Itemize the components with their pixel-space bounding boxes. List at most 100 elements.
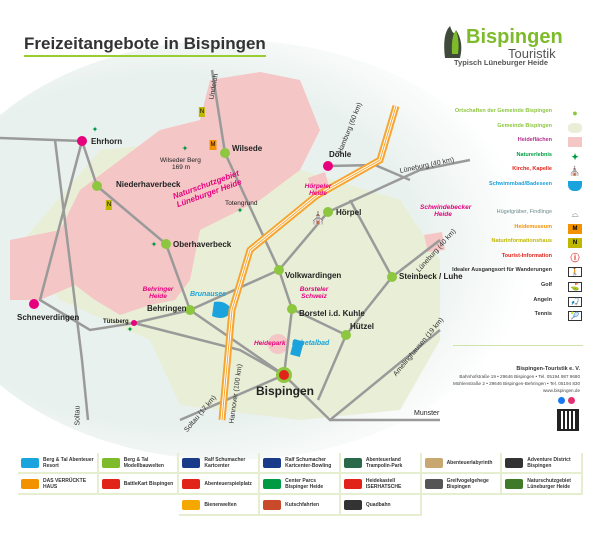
attraction-label: Ralf Schumacher Kartcenter-Bowling <box>285 456 332 469</box>
place-label: Hützel <box>350 322 374 331</box>
empty-cell <box>99 495 180 516</box>
attraction-label: Abenteuerspielplatz <box>204 480 252 487</box>
barrow-icon: ⌓ <box>571 209 579 219</box>
legend-item: Heideflächen <box>518 137 582 147</box>
place-dot <box>77 136 87 146</box>
org-name: Bispingen-Touristik e. V. <box>516 366 580 372</box>
attraction-item: Adventure District Bispingen <box>502 453 583 474</box>
hiking-icon: 🚶 <box>568 267 582 277</box>
website-link[interactable]: www.bispingen.de <box>542 388 580 393</box>
attraction-label: Adventure District Bispingen <box>527 456 571 469</box>
attraction-logo-icon <box>101 457 120 468</box>
attraction-logo-icon <box>182 478 201 489</box>
heath-icon <box>568 137 582 147</box>
attraction-label: Kutschfahrten <box>285 501 320 508</box>
attraction-item: Abenteuerspielplatz <box>179 474 261 495</box>
place-label: Totengrund <box>225 200 258 207</box>
place-label: Döhle <box>329 150 352 159</box>
place-label: Munster <box>414 410 440 417</box>
swim-icon <box>568 181 582 191</box>
empty-cell <box>502 495 583 516</box>
legend-item: Naturerlebnis✦ <box>517 152 579 162</box>
place-label: Behringen <box>147 304 187 313</box>
legend-item: Hügelgräber, Findlinge⌓ <box>497 209 579 219</box>
village-dot <box>161 239 171 249</box>
attraction-item: Naturschutzgebiet Lüneburger Heide <box>502 474 583 495</box>
attraction-label: Abenteuerlabyrinth <box>446 459 493 466</box>
attraction-item: Quadbahn <box>340 495 422 516</box>
address-line: Bahnhofstraße 19 • 29646 Bispingen • Tel… <box>459 374 580 379</box>
attraction-item: Abenteuerlabyrinth <box>421 453 503 474</box>
empty-cell <box>422 495 503 516</box>
heath-label: Hörpeler Heide <box>304 183 332 197</box>
place-label: Borstel i.d. Kuhle <box>299 309 365 318</box>
attraction-logo-icon <box>21 457 39 468</box>
attraction-logo-icon <box>505 478 524 489</box>
heath-label: Behringer Heide <box>142 286 174 300</box>
legend-item: Ortschaften der Gemeinde Bispingen● <box>455 108 578 118</box>
attraction-logo-icon <box>343 457 362 468</box>
attractions-legend: Berg & Tal Abenteuer Resort Berg & Tal Mo… <box>18 453 583 516</box>
attraction-label: BattleKart Bispingen <box>123 480 174 487</box>
nature-star-icon: ✦ <box>181 144 189 153</box>
legend-item: Tennis🎾 <box>535 311 582 321</box>
address-block: Bispingen-Touristik e. V. Bahnhofstraße … <box>453 365 580 394</box>
village-dot <box>92 181 102 191</box>
logo: Bispingen Touristik Typisch Lüneburger H… <box>440 24 598 74</box>
instagram-icon[interactable] <box>568 397 575 404</box>
village-dot <box>387 272 397 282</box>
museum-icon: M <box>568 224 582 234</box>
legend-item: Kirche, Kapelle⛪ <box>512 166 581 176</box>
attraction-logo-icon <box>21 478 39 489</box>
village-dot <box>185 305 195 315</box>
page-title: Freizeitangebote in Bispingen <box>24 34 266 57</box>
church-icon: ⛪ <box>569 166 581 176</box>
attraction-label: DAS VERRÜCKTE HAUS <box>43 477 87 490</box>
church-icon: ⛪ <box>310 211 326 225</box>
logo-sub: Touristik <box>508 46 556 61</box>
attraction-label: Heidekastell ISERHATSCHE <box>365 477 402 490</box>
place-label: Steinbeck / Luhe <box>399 272 463 281</box>
place-label: Tütsberg <box>103 319 129 325</box>
nature-star-icon: ✦ <box>91 125 99 134</box>
nature-house-icon: N <box>568 238 582 248</box>
nature-star-icon: ✦ <box>150 240 158 249</box>
attraction-logo-icon <box>101 478 120 489</box>
attraction-item: DAS VERRÜCKTE HAUS <box>18 474 99 495</box>
place-label: Schneverdingen <box>17 313 80 322</box>
legend-item: Idealer Ausgangsort für Wanderungen🚶 <box>452 267 582 277</box>
facebook-icon[interactable] <box>558 397 565 404</box>
legend-item: Schwimmbad/Badeseen <box>489 181 582 191</box>
nature-house-icon: N <box>105 200 113 210</box>
place-label: Bispingen <box>256 384 315 398</box>
logo-brand: Bispingen <box>466 26 563 48</box>
qr-code <box>557 409 579 431</box>
attraction-label: Quadbahn <box>365 501 391 508</box>
place-label: Hörpel <box>336 208 362 217</box>
area-icon <box>568 123 582 133</box>
legend-item: Angeln🎣 <box>533 297 582 307</box>
green-dot-icon: ● <box>572 108 578 118</box>
attraction-label: Berg & Tal Modellbauwelten <box>123 456 164 469</box>
place-dot <box>323 161 333 171</box>
attraction-item: Center Parcs Bispinger Heide <box>260 474 341 495</box>
attraction-label: Center Parcs Bispinger Heide <box>285 477 324 490</box>
attraction-logo-icon <box>343 499 362 510</box>
info-icon: ⓘ <box>570 253 580 263</box>
heath-label: Heidepark <box>254 340 286 347</box>
attraction-label: Berg & Tal Abenteuer Resort <box>43 456 94 469</box>
museum-icon: M <box>209 140 217 150</box>
legend-item: Gemeinde Bispingen <box>497 123 582 133</box>
attraction-item: Bienenwelten <box>179 495 261 516</box>
attraction-logo-icon <box>424 478 443 489</box>
place-label: Ehrhorn <box>91 137 123 146</box>
attraction-logo-icon <box>505 457 524 468</box>
golf-icon: ⛳ <box>568 282 582 292</box>
attraction-item: Ralf Schumacher Kartcenter <box>179 453 261 474</box>
attraction-item: Abenteuerland Trampolin-Park <box>340 453 422 474</box>
social-links <box>558 397 575 404</box>
